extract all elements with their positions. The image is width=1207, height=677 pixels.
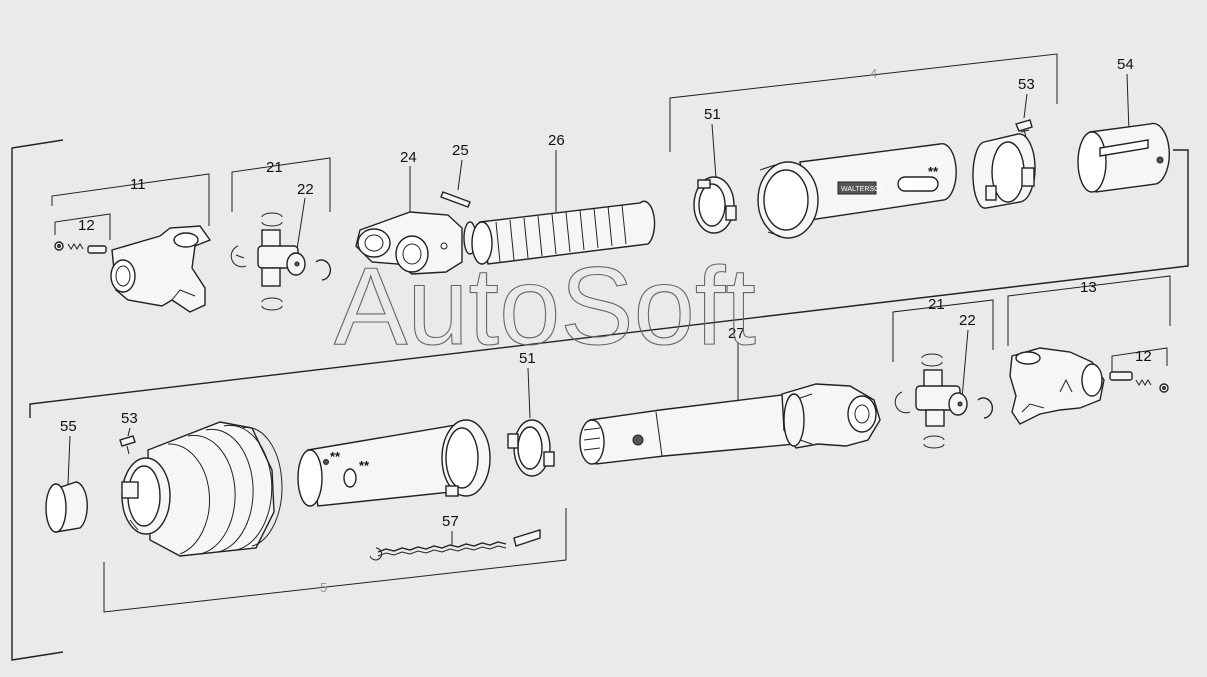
end-cap-55: [45, 481, 88, 533]
inner-guard-tube: WALTERSCH **: [757, 143, 957, 239]
bracket-12-right: [1111, 347, 1168, 380]
screw-53-lower: [119, 435, 136, 455]
label-21-lower: 21: [928, 296, 945, 313]
bracket-5: [103, 508, 567, 613]
label-27: 27: [728, 325, 745, 342]
leader-55: [67, 435, 71, 485]
label-24: 24: [400, 149, 417, 166]
label-11: 11: [130, 176, 146, 193]
bracket-12-left: [54, 213, 111, 240]
yoke-13-right: [1009, 347, 1105, 425]
label-5: 5: [320, 580, 327, 595]
bearing-ring-51-lower: [507, 419, 555, 477]
inner-yoke-24: [355, 211, 477, 275]
roll-pin-25: [440, 191, 471, 208]
label-26: 26: [548, 132, 565, 149]
spring-pin-12-right: [1109, 371, 1169, 393]
leader-25: [457, 159, 463, 191]
bracket-4: [669, 53, 1058, 152]
outer-tube-mark-2: **: [359, 458, 370, 473]
leader-22-lower: [961, 329, 969, 399]
label-51-lower: 51: [519, 350, 536, 367]
outer-tube-mark-1: **: [330, 449, 341, 464]
screw-53-upper: [1015, 119, 1033, 138]
label-4: 4: [870, 66, 877, 81]
cross-kit-21-upper: [230, 212, 332, 311]
cone-ring-upper: [972, 133, 1036, 209]
guard-cone-bellows: [121, 421, 283, 557]
watermark-text: AutoSoft: [334, 245, 756, 368]
yoke-11-left: [110, 225, 212, 313]
label-12-right: 12: [1135, 348, 1152, 365]
spring-pin-12-left: [54, 241, 107, 254]
bracket-21-lower: [892, 299, 994, 362]
label-54: 54: [1117, 56, 1134, 73]
label-22-upper: 22: [297, 181, 314, 198]
label-13: 13: [1080, 279, 1097, 296]
label-55: 55: [60, 418, 77, 435]
leader-54: [1126, 73, 1130, 133]
bracket-11: [51, 173, 210, 226]
leader-53-upper: [1023, 93, 1028, 119]
bracket-21-upper: [231, 157, 331, 212]
guard-sleeve-54: [1077, 122, 1170, 193]
safety-chain-57: [369, 529, 541, 561]
bearing-ring-51-upper: [693, 176, 737, 234]
label-22-lower: 22: [959, 312, 976, 329]
bracket-13: [1007, 275, 1171, 346]
leader-51-upper: [711, 123, 717, 179]
leader-51-lower: [527, 367, 531, 419]
outer-profile-tube-27: [579, 383, 881, 465]
guard-brand-plate: WALTERSCH: [841, 186, 884, 193]
label-53-upper: 53: [1018, 76, 1035, 93]
cross-kit-21-lower: [894, 353, 994, 449]
label-57: 57: [442, 513, 459, 530]
label-53-lower: 53: [121, 410, 138, 427]
label-12-left: 12: [78, 217, 95, 234]
leader-53-lower: [127, 427, 131, 437]
outer-brackets: [11, 139, 1189, 661]
label-25: 25: [452, 142, 469, 159]
outer-guard-tube: ** **: [297, 419, 491, 507]
label-21-upper: 21: [266, 159, 283, 176]
label-51-upper: 51: [704, 106, 721, 123]
inner-tube-mark: **: [928, 164, 939, 179]
inner-profile-tube-26: [471, 200, 656, 265]
